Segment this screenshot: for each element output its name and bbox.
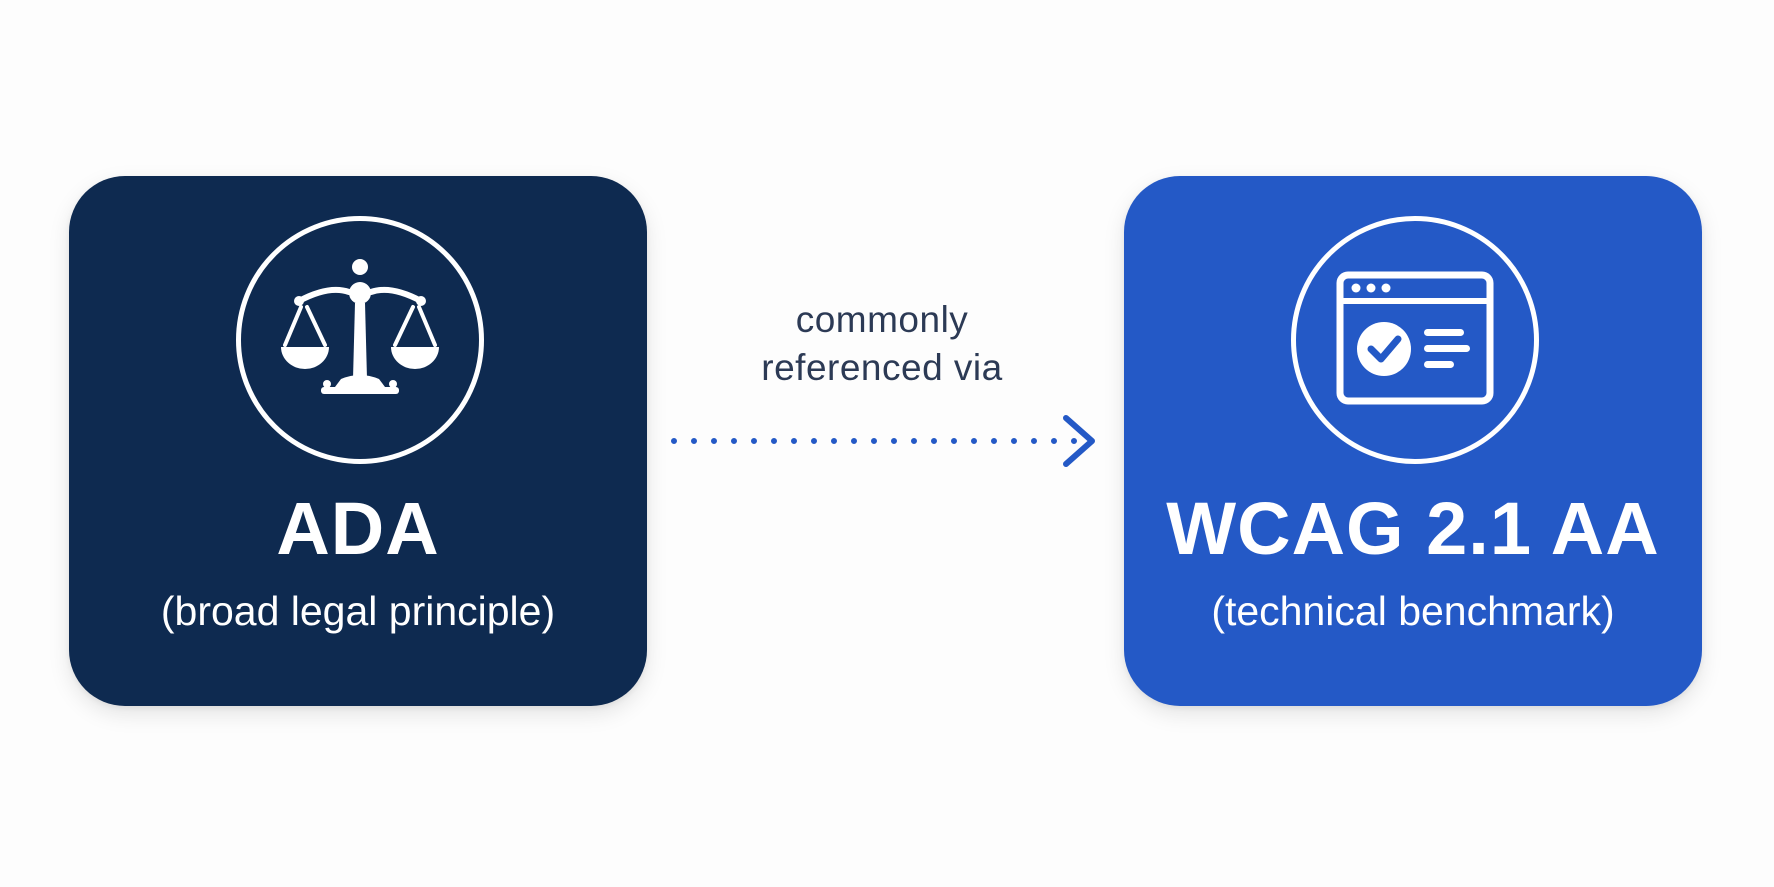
- wcag-card: WCAG 2.1 AA (technical benchmark): [1124, 176, 1702, 706]
- dotted-arrow-connector: [671, 415, 1095, 467]
- arrow-head-icon: [1063, 415, 1095, 467]
- connector-label-line-2: referenced via: [761, 347, 1003, 388]
- wcag-subtitle: (technical benchmark): [1211, 588, 1615, 634]
- ada-card: ADA (broad legal principle): [69, 176, 647, 706]
- browser-checkmark-icon: [1291, 216, 1539, 464]
- ada-subtitle: (broad legal principle): [160, 588, 556, 634]
- ada-title: ADA: [276, 487, 440, 570]
- wcag-title: WCAG 2.1 AA: [1166, 487, 1660, 570]
- scales-of-justice-icon: [236, 216, 484, 464]
- connector-label: commonly referenced via: [680, 296, 1084, 392]
- connector-label-line-1: commonly: [795, 299, 969, 340]
